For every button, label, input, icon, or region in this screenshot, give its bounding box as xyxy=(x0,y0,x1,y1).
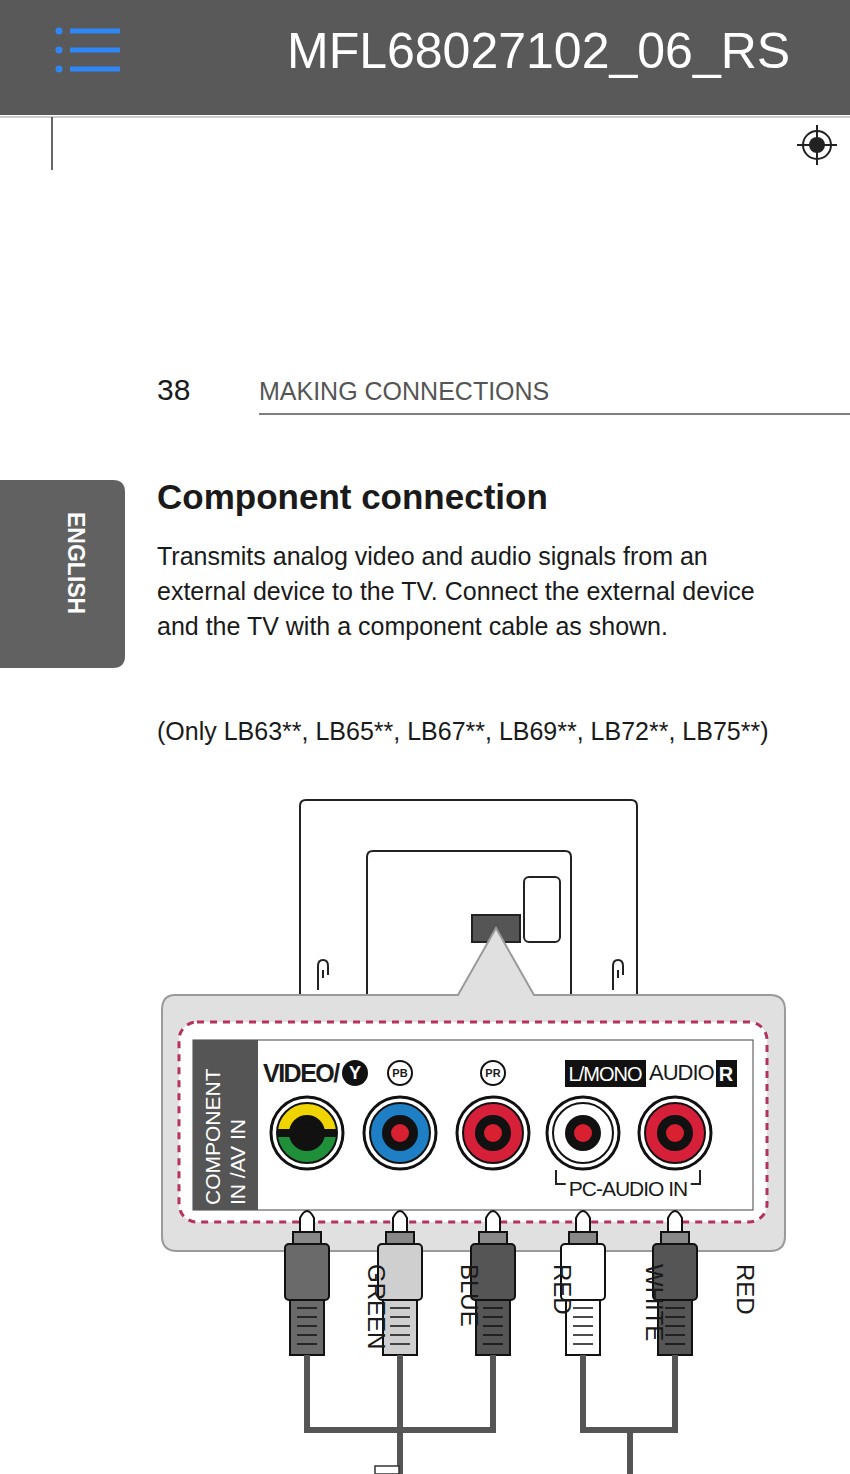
jack xyxy=(271,1097,343,1169)
label-text: (Only LB63**, LB65**, LB67**, LB69**, LB… xyxy=(157,714,787,749)
label-text: VIDEO/ xyxy=(263,1059,339,1088)
jack xyxy=(547,1097,619,1169)
label-text: COMPONENT IN /AV IN xyxy=(200,1045,250,1205)
label-text: RED xyxy=(548,1264,576,1315)
label-text: GREEN xyxy=(362,1264,390,1349)
cables xyxy=(307,1355,675,1474)
label-text: L/MONO xyxy=(569,1064,642,1084)
label-text: AUDIO xyxy=(649,1060,714,1086)
label-text: PB xyxy=(392,1068,407,1079)
label-text: 38 xyxy=(157,373,190,407)
panel-label-box xyxy=(193,1040,258,1210)
section-heading: Component connection xyxy=(157,477,548,517)
tv-back xyxy=(300,800,637,1000)
label-text: Y xyxy=(349,1064,361,1082)
jack xyxy=(457,1097,529,1169)
header-bar xyxy=(0,0,850,115)
label-text: BLUE xyxy=(455,1264,483,1327)
label-text: PC-AUDIO IN xyxy=(566,1178,691,1199)
cable-plug xyxy=(285,1211,329,1355)
menu-icon xyxy=(56,28,121,73)
callout-panel xyxy=(162,928,785,1251)
jack-panel xyxy=(179,1022,767,1222)
language-tab xyxy=(0,480,125,668)
label-text: PR xyxy=(485,1068,500,1079)
label-text: ENGLISH xyxy=(62,512,89,614)
label-text: R xyxy=(719,1064,733,1084)
label-text: RED xyxy=(731,1264,759,1315)
label-text: Transmits analog video and audio signals… xyxy=(157,539,767,644)
label-text: MAKING CONNECTIONS xyxy=(259,377,549,406)
jack xyxy=(639,1097,711,1169)
jack xyxy=(364,1097,436,1169)
label-text: WHITE xyxy=(640,1264,668,1341)
label-text: MFL68027102_06_RS xyxy=(287,22,790,80)
registration-mark xyxy=(797,125,837,165)
